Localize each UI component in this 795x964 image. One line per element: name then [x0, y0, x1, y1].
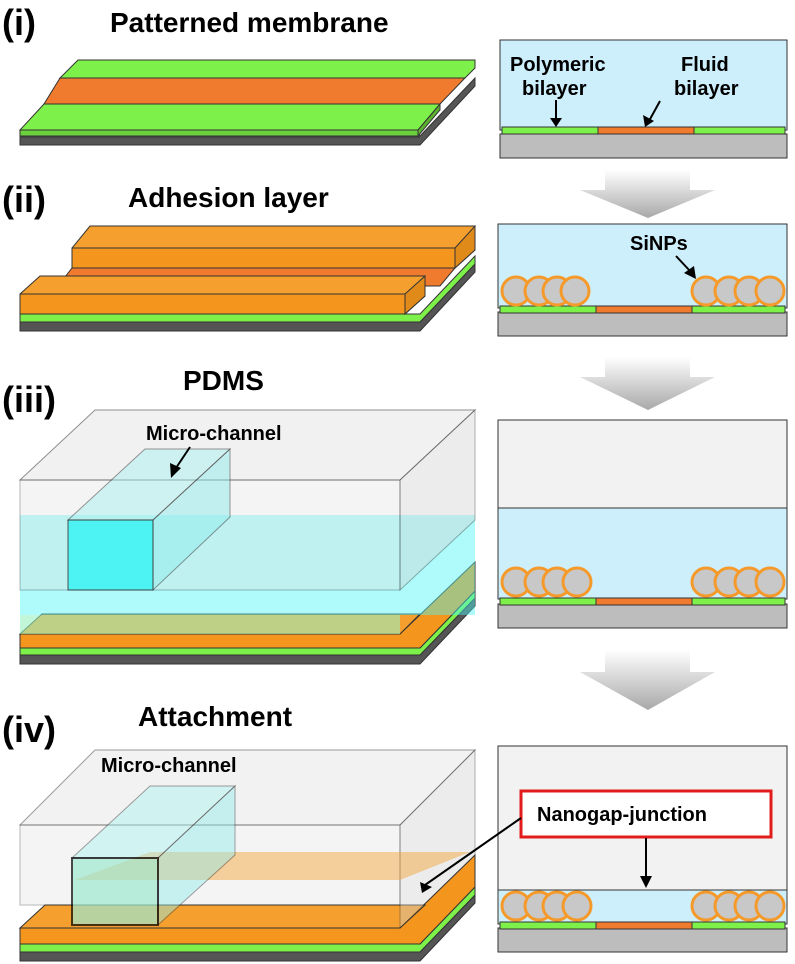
nanogap-arrow-icon — [640, 838, 652, 888]
nanogap-label: Nanogap-junction — [537, 804, 707, 826]
polymeric-label-2: bilayer — [522, 78, 587, 100]
pdms-cross-section — [497, 419, 788, 629]
fluid-arrow-icon — [643, 100, 661, 127]
step-4-numeral: (iv) — [2, 709, 56, 750]
process-arrow-icon — [580, 357, 715, 410]
fluid-label-1: Fluid — [681, 54, 729, 76]
step-1-title: Patterned membrane — [110, 7, 389, 38]
nanogap-callout — [519, 789, 773, 839]
adhesion-layer-3d — [19, 224, 476, 332]
adhesion-cross-section — [497, 223, 788, 337]
polymeric-label-1: Polymeric — [510, 54, 606, 76]
fluid-label-2: bilayer — [674, 78, 739, 100]
polymeric-arrow-icon — [550, 100, 562, 127]
micro-channel-label: Micro-channel — [146, 423, 282, 445]
patterned-membrane-3d — [18, 59, 476, 146]
step-4-title: Attachment — [138, 701, 292, 732]
process-arrow-icon — [580, 650, 715, 710]
sinps-arrow-icon — [675, 255, 696, 279]
micro-channel-arrow-icon — [170, 446, 191, 478]
sinps-label: SiNPs — [630, 233, 688, 255]
step-3-title: PDMS — [183, 365, 264, 396]
attachment-cross-section — [497, 745, 788, 953]
process-arrow-icon — [580, 170, 715, 218]
nanogap-pointer-icon — [420, 817, 522, 893]
step-1-numeral: (i) — [2, 2, 36, 43]
patterned-membrane-cross-section — [499, 39, 788, 159]
step-3-numeral: (iii) — [2, 379, 56, 420]
micro-channel-label-2: Micro-channel — [101, 755, 237, 777]
pdms-block-3d — [18, 408, 477, 665]
step-2-numeral: (ii) — [2, 179, 46, 220]
step-2-title: Adhesion layer — [128, 182, 329, 213]
attachment-3d — [18, 748, 477, 962]
